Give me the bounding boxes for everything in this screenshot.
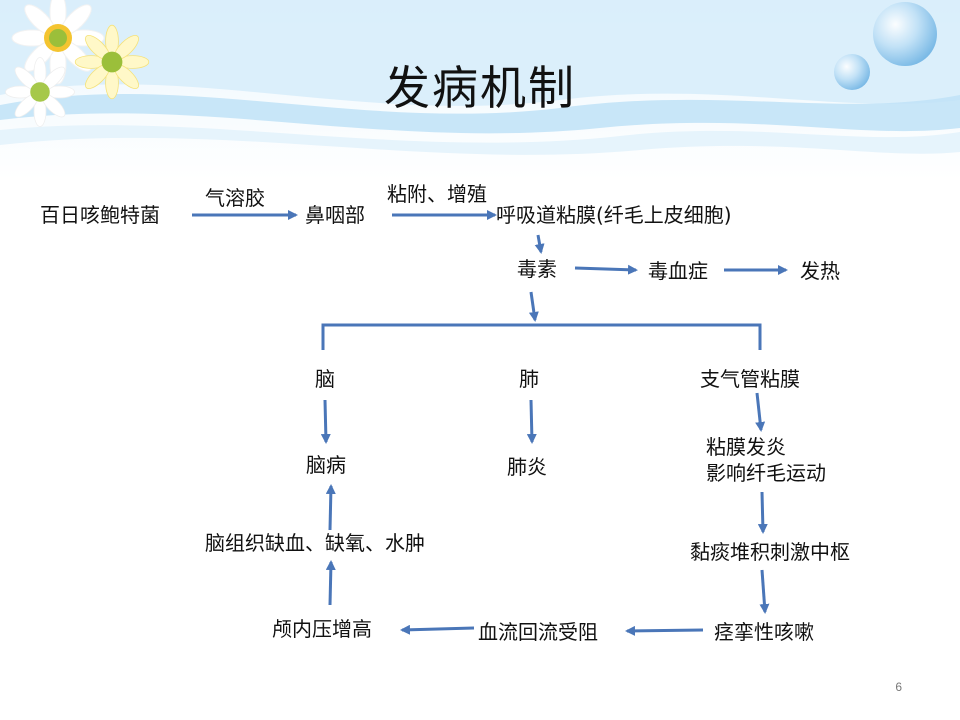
node-pneumonia: 肺炎 bbox=[507, 455, 547, 479]
arrow-sputum-to-cough bbox=[759, 569, 770, 614]
arrow-mucosa-to-toxin bbox=[534, 234, 545, 254]
arrow-cough-to-bloodflow bbox=[625, 625, 704, 636]
node-paroxysmal-cough: 痉挛性咳嗽 bbox=[714, 620, 814, 644]
arrow-bloodflow-to-pressure bbox=[400, 624, 475, 635]
daisy-flower-icon bbox=[74, 24, 150, 100]
header-banner bbox=[0, 0, 960, 180]
arrow-lung-to-pneumonia bbox=[526, 399, 537, 444]
node-mucosal-inflammation: 粘膜发炎 影响纤毛运动 bbox=[706, 434, 826, 486]
node-lung: 肺 bbox=[519, 367, 539, 391]
node-intracranial-pressure: 颅内压增高 bbox=[272, 617, 372, 641]
node-mucosal-inflammation-line1: 粘膜发炎 bbox=[706, 435, 786, 459]
node-respiratory-mucosa: 呼吸道粘膜(纤毛上皮细胞) bbox=[496, 203, 732, 227]
node-toxin: 毒素 bbox=[517, 257, 557, 281]
arrow-brain-tissue-to-encephalopathy bbox=[325, 484, 336, 531]
node-mucosal-inflammation-line2: 影响纤毛运动 bbox=[706, 461, 826, 485]
arrow-toxin-to-toxemia bbox=[574, 264, 638, 275]
node-brain: 脑 bbox=[315, 367, 335, 391]
node-sputum-stimulation: 黏痰堆积刺激中枢 bbox=[690, 540, 850, 564]
edge-label-aerosol: 气溶胶 bbox=[205, 186, 265, 210]
node-encephalopathy: 脑病 bbox=[306, 453, 346, 477]
daisy-flower-icon bbox=[5, 57, 75, 127]
node-toxemia: 毒血症 bbox=[648, 259, 708, 283]
node-pertussis: 百日咳鲍特菌 bbox=[40, 203, 160, 227]
node-nasopharynx: 鼻咽部 bbox=[305, 203, 365, 227]
slide-number: 6 bbox=[895, 680, 902, 694]
arrow-toxin-to-branches bbox=[528, 291, 539, 322]
branch-bracket bbox=[321, 323, 762, 350]
slide-title: 发病机制 bbox=[384, 61, 576, 115]
arrow-pressure-to-brain-tissue bbox=[325, 560, 336, 606]
edge-label-adhesion: 粘附、增殖 bbox=[387, 182, 487, 206]
arrow-brain-to-encephalopathy bbox=[320, 399, 331, 444]
node-brain-tissue: 脑组织缺血、缺氧、水肿 bbox=[205, 531, 425, 555]
bubble-icon bbox=[834, 54, 870, 90]
node-fever: 发热 bbox=[800, 259, 840, 283]
node-blood-flow: 血流回流受阻 bbox=[478, 620, 598, 644]
arrow-bronchial-to-inflammation bbox=[755, 392, 766, 432]
arrow-inflammation-to-sputum bbox=[757, 491, 768, 534]
node-bronchial-mucosa: 支气管粘膜 bbox=[700, 367, 800, 391]
bubble-icon bbox=[873, 2, 937, 66]
